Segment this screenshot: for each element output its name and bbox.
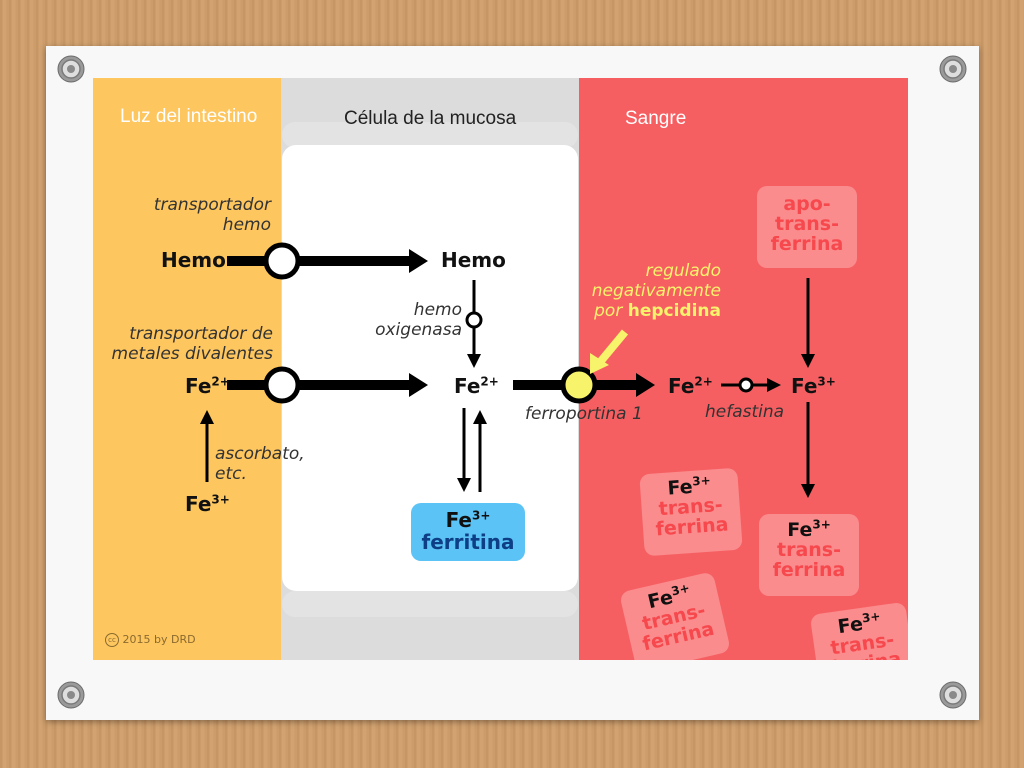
cell-membrane-top xyxy=(282,122,578,148)
screw-icon xyxy=(939,681,967,709)
hepcidin-regulation-label: regulado negativamente por hepcidina xyxy=(591,261,721,321)
mucosa-header: Célula de la mucosa xyxy=(344,108,517,129)
ferroportin-circle xyxy=(560,366,598,404)
fe2-lumen: Fe2+ xyxy=(185,374,230,398)
intestine-header: Luz del intestino xyxy=(120,106,258,127)
hepcidin-label: hepcidina xyxy=(627,301,721,321)
credit-line: cc 2015 by DRD xyxy=(105,633,196,647)
fe2-cell: Fe2+ xyxy=(454,374,499,398)
hepcidin-arrow xyxy=(597,329,629,364)
cell-membrane-bottom xyxy=(282,591,578,617)
ferritin-box: Fe3+ ferritina xyxy=(411,503,525,561)
heme-transporter-label: transportador hemo xyxy=(153,195,271,235)
ascorbate-label: ascorbato, etc. xyxy=(215,444,305,484)
heme-cell: Hemo xyxy=(441,248,506,272)
screw-icon xyxy=(939,55,967,83)
heme-oxygenase-node xyxy=(465,311,483,329)
apotransferrin-box: apo- trans- ferrina xyxy=(757,186,857,268)
dmt1-transporter-circle xyxy=(263,366,301,404)
transferrin-box: Fe3+ trans- ferrina xyxy=(759,514,859,596)
screw-icon xyxy=(57,55,85,83)
metal-transporter-label: transportador de metales divalentes xyxy=(111,324,273,364)
intestine-lumen-column xyxy=(93,78,281,660)
cc-icon: cc xyxy=(105,633,119,647)
fe3-lumen: Fe3+ xyxy=(185,492,230,516)
ferroportin-label: ferroportina 1 xyxy=(525,404,643,424)
hephaestin-label: hefastina xyxy=(705,402,785,422)
pathway-arrows xyxy=(200,242,815,498)
heme-lumen: Hemo xyxy=(161,248,226,272)
screw-icon xyxy=(57,681,85,709)
iron-absorption-diagram: Luz del intestino Célula de la mucosa Sa… xyxy=(93,78,908,660)
heme-oxygenase-label: hemo oxigenasa xyxy=(375,300,462,340)
blood-header: Sangre xyxy=(625,108,687,129)
heme-transporter-circle xyxy=(263,242,301,280)
hephaestin-node xyxy=(738,377,754,393)
fe2-blood: Fe2+ xyxy=(668,374,713,398)
fe3-blood: Fe3+ xyxy=(791,374,836,398)
